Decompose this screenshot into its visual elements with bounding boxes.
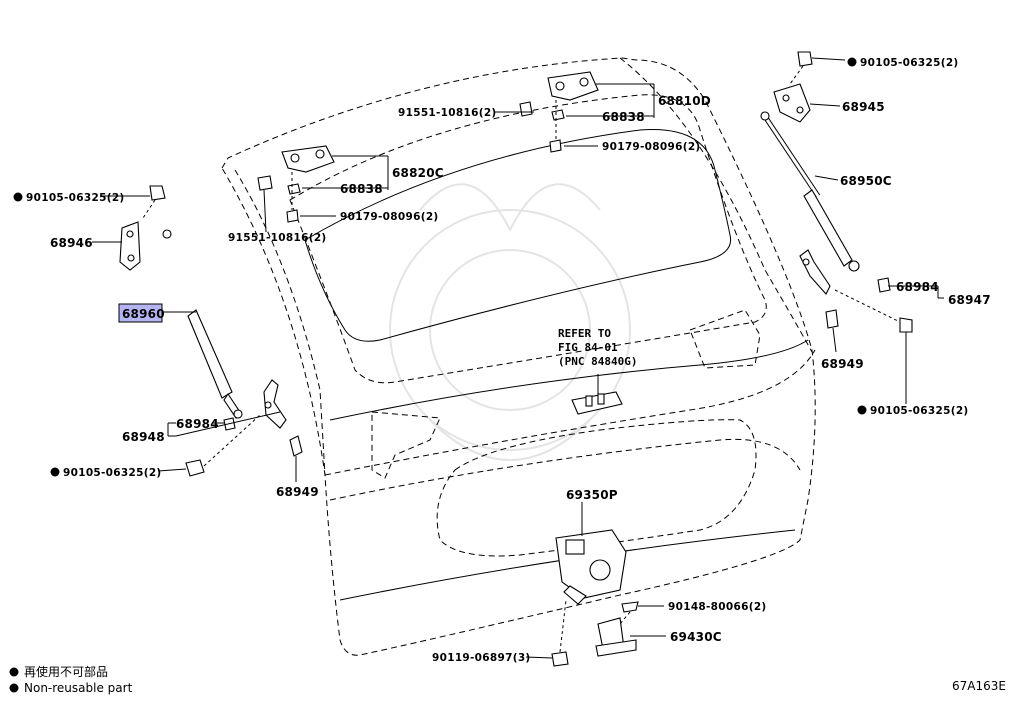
label-68949-right[interactable]: 68949 [821,357,864,371]
leader-lines [92,57,944,659]
legend-english: Non-reusable part [24,681,133,695]
watermark-emblem [389,183,631,461]
legend-dot [9,667,19,677]
liftgate-outline [221,57,816,656]
bolt-left[interactable] [185,414,261,477]
figure-code: 67A163E [952,679,1006,693]
refer-line-1[interactable]: REFER TO [558,327,611,340]
strut-68960[interactable] [162,229,243,419]
label-68947[interactable]: 68947 [948,293,991,307]
non-reusable-dot [847,57,857,67]
bumper-68949-right[interactable] [825,309,839,329]
bolt-top-left[interactable] [142,185,166,219]
label-90119[interactable]: 90119-06897(3) [432,652,531,664]
label-68949-left[interactable]: 68949 [276,485,319,499]
label-68984-left[interactable]: 68984 [176,417,219,431]
hinge-bracket-68945[interactable] [773,83,811,123]
label-90179-mid[interactable]: 90179-08096(2) [340,211,439,223]
legend-dot [9,683,19,693]
ball-bracket-68947[interactable] [799,249,901,323]
bolt-top-right[interactable] [789,51,813,85]
legend: 再使用不可部品 Non-reusable part [9,664,133,695]
label-90105-right[interactable]: 90105-06325(2) [870,405,969,417]
non-reusable-dot [50,467,60,477]
screw-90148[interactable] [619,601,639,625]
bolt-right[interactable] [899,317,913,333]
label-90148[interactable]: 90148-80066(2) [668,601,767,613]
refer-line-2[interactable]: FIG 84-01 [558,341,618,354]
strut-68950c[interactable] [760,111,860,272]
hinge-68820c[interactable] [257,145,335,223]
label-68984-right[interactable]: 68984 [896,280,939,294]
label-68810d[interactable]: 68810D [658,94,711,108]
label-90105-left[interactable]: 90105-06325(2) [63,467,162,479]
non-reusable-dot [13,192,23,202]
highlight-68960[interactable] [118,303,163,323]
striker-69430c[interactable] [595,617,637,657]
handle-switch-84840g[interactable] [571,391,623,415]
label-91551-mid[interactable]: 91551-10816(2) [228,232,327,244]
label-68820c[interactable]: 68820C [392,166,444,180]
hinge-bracket-68946[interactable] [119,221,141,271]
refer-line-3[interactable]: (PNC 84840G) [558,355,637,368]
label-68838-mid[interactable]: 68838 [340,182,383,196]
label-68838-top[interactable]: 68838 [602,110,645,124]
label-68948[interactable]: 68948 [122,430,165,444]
bumper-68949-left[interactable] [289,435,303,457]
part-labels: 90105-06325(2) 68945 68950C 68810D 91551… [13,57,991,664]
label-91551-top[interactable]: 91551-10816(2) [398,107,497,119]
bolt-90119[interactable] [551,599,569,667]
label-69430c[interactable]: 69430C [670,630,722,644]
label-90105-top-right[interactable]: 90105-06325(2) [860,57,959,69]
lock-assembly-69350p[interactable] [555,529,627,605]
label-69350p[interactable]: 69350P [566,488,618,502]
hinge-68810d[interactable] [519,71,599,153]
non-reusable-dot [857,405,867,415]
legend-japanese: 再使用不可部品 [24,664,108,679]
label-68960[interactable]: 68960 [122,307,165,321]
label-90105-top-left[interactable]: 90105-06325(2) [26,192,125,204]
label-90179-top[interactable]: 90179-08096(2) [602,141,701,153]
label-68945[interactable]: 68945 [842,100,885,114]
label-68946[interactable]: 68946 [50,236,93,250]
label-68950c[interactable]: 68950C [840,174,892,188]
